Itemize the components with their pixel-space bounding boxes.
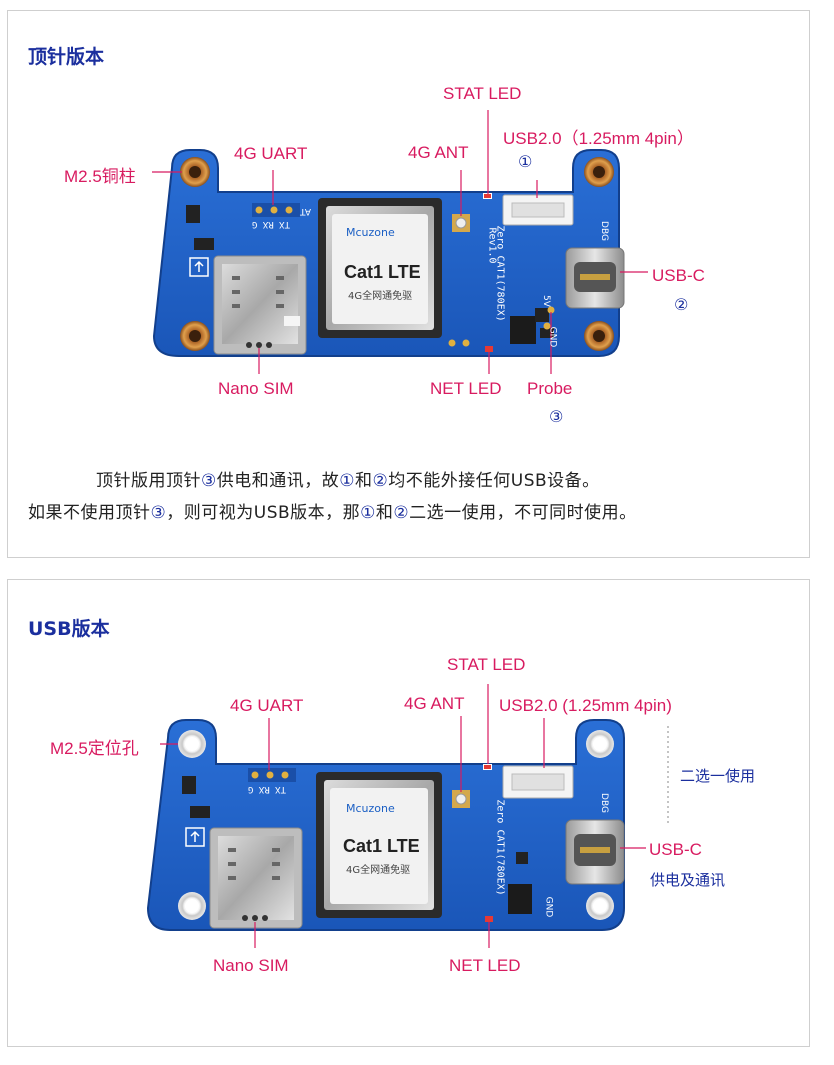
leader-lines-1 bbox=[152, 110, 648, 374]
module-title: Cat1 LTE bbox=[344, 262, 421, 282]
sim-slot bbox=[209, 827, 303, 929]
label-either-one: 二选一使用 bbox=[680, 767, 756, 785]
label-nano-sim: Nano SIM bbox=[213, 956, 289, 975]
label-usb20-num: ① bbox=[518, 152, 533, 171]
silk-dbg: DBG bbox=[598, 793, 609, 813]
label-stat-led: STAT LED bbox=[447, 655, 526, 674]
silk-gnd: GND bbox=[543, 896, 554, 918]
module-title: Cat1 LTE bbox=[343, 836, 420, 856]
silk-at: AT bbox=[300, 206, 311, 216]
label-nano-sim: Nano SIM bbox=[218, 379, 294, 398]
label-probe: Probe bbox=[527, 379, 573, 398]
label-4g-ant: 4G ANT bbox=[404, 694, 465, 713]
lte-module bbox=[316, 772, 442, 918]
silk-5v: 5V bbox=[540, 295, 551, 307]
label-4g-uart: 4G UART bbox=[234, 144, 308, 163]
pcb-board-1 bbox=[152, 149, 625, 357]
lte-module bbox=[318, 198, 442, 338]
description-line-1: 顶针版用顶针③供电和通讯，故①和②均不能外接任何USB设备。 bbox=[96, 471, 600, 491]
silk-uart-pins: TX RX G bbox=[248, 784, 286, 794]
section2-title: USB版本 bbox=[28, 618, 110, 640]
label-m25-standoff: M2.5铜柱 bbox=[64, 167, 136, 186]
module-subtitle: 4G全网通免驱 bbox=[346, 865, 411, 876]
label-stat-led: STAT LED bbox=[443, 84, 522, 103]
silk-rev: Rev1.0 bbox=[486, 227, 498, 264]
silk-uart-pins: TX RX G bbox=[252, 219, 290, 229]
module-brand: Mcuzone bbox=[346, 226, 395, 239]
leader-lines-2 bbox=[160, 684, 646, 948]
label-power-comm: 供电及通讯 bbox=[650, 871, 726, 889]
silk-dbg: DBG bbox=[598, 221, 609, 241]
label-usb-c: USB-C bbox=[649, 840, 702, 859]
panel-usb-version bbox=[7, 579, 810, 1047]
silk-board-name: Zero CAT1(780EX) bbox=[494, 799, 506, 896]
silk-gnd: GND bbox=[547, 326, 558, 348]
label-4g-ant: 4G ANT bbox=[408, 143, 469, 162]
sim-slot bbox=[213, 255, 307, 355]
label-usb20: USB2.0 (1.25mm 4pin) bbox=[499, 696, 672, 715]
label-usb-c: USB-C bbox=[652, 266, 705, 285]
description-line-2: 如果不使用顶针③，则可视为USB版本，那①和②二选一使用，不可同时使用。 bbox=[28, 503, 637, 523]
label-net-led: NET LED bbox=[430, 379, 502, 398]
label-m25-hole: M2.5定位孔 bbox=[50, 739, 139, 758]
label-4g-uart: 4G UART bbox=[230, 696, 304, 715]
module-subtitle: 4G全网通免驱 bbox=[348, 291, 413, 302]
label-probe-num: ③ bbox=[549, 407, 564, 426]
label-usb20: USB2.0（1.25mm 4pin） bbox=[503, 129, 694, 148]
section1-title: 顶针版本 bbox=[28, 46, 105, 68]
module-brand: Mcuzone bbox=[346, 802, 395, 815]
label-net-led: NET LED bbox=[449, 956, 521, 975]
pcb-board-2 bbox=[146, 719, 625, 931]
label-usb-c-num: ② bbox=[674, 295, 689, 314]
